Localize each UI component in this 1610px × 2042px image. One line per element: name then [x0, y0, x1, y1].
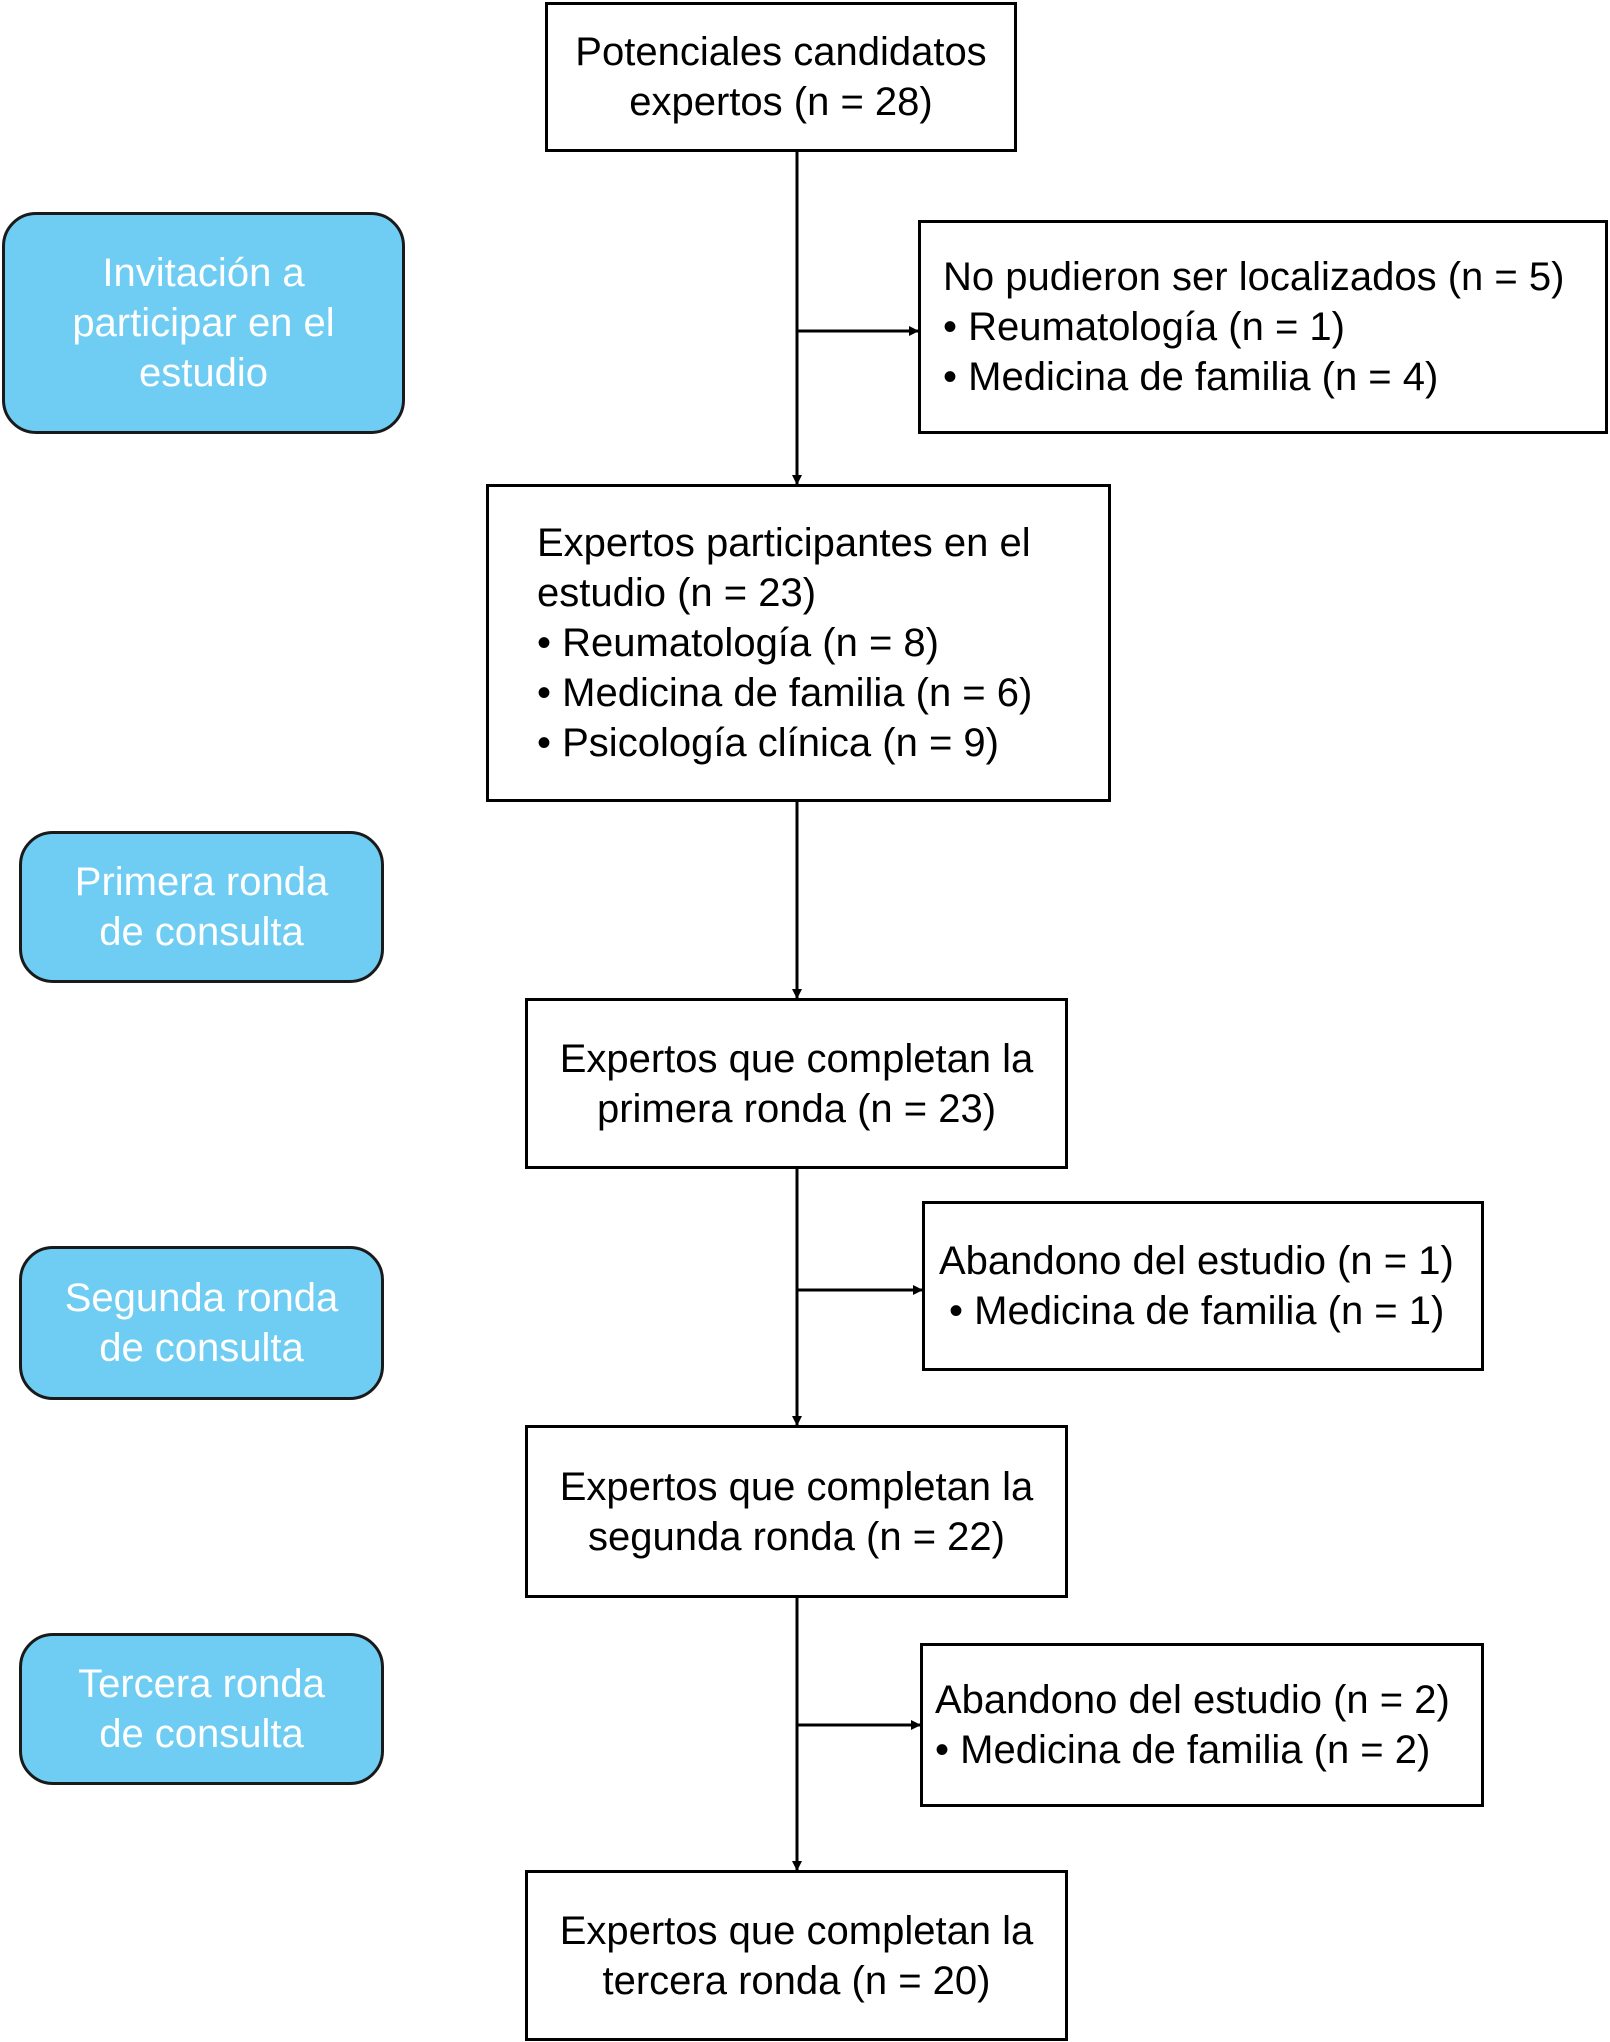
box-line: expertos (n = 28) [629, 80, 933, 124]
box-potential-candidates: Potenciales candidatos expertos (n = 28) [545, 2, 1017, 152]
box-line: Expertos que completan la [559, 1908, 1034, 1953]
list-item: Medicina de familia (n = 1) [939, 1286, 1444, 1336]
stage-invitation-line: Invitación a [102, 251, 305, 295]
list-item: Medicina de familia (n = 6) [537, 668, 1032, 718]
stage-round2: Segunda ronda de consulta [19, 1246, 384, 1400]
stage-invitation: Invitación a participar en el estudio [2, 212, 405, 434]
box-not-located: No pudieron ser localizados (n = 5) Reum… [918, 220, 1608, 434]
box-participants: Expertos participantes en el estudio (n … [486, 484, 1111, 802]
stage-round2-line: Segunda ronda [64, 1276, 339, 1320]
list-item: Medicina de familia (n = 2) [935, 1725, 1430, 1775]
box-title: No pudieron ser localizados (n = 5) [943, 255, 1565, 299]
box-title-line: estudio (n = 23) [537, 571, 817, 615]
box-line: tercera ronda (n = 20) [602, 1958, 991, 2003]
box-completed-round1: Expertos que completan la primera ronda … [525, 998, 1068, 1169]
stage-round1-line: de consulta [99, 910, 304, 954]
box-dropout-round3: Abandono del estudio (n = 2) Medicina de… [920, 1643, 1484, 1807]
list-item: Reumatología (n = 8) [537, 618, 939, 668]
list-item: Psicología clínica (n = 9) [537, 718, 999, 768]
box-line: primera ronda (n = 23) [596, 1086, 997, 1131]
box-dropout-round2: Abandono del estudio (n = 1) Medicina de… [922, 1201, 1484, 1371]
box-completed-round2: Expertos que completan la segunda ronda … [525, 1425, 1068, 1598]
stage-round1: Primera ronda de consulta [19, 831, 384, 983]
box-line: segunda ronda (n = 22) [588, 1514, 1005, 1559]
box-line: Potenciales candidatos [575, 30, 987, 74]
box-title-line: Expertos participantes en el [537, 521, 1031, 565]
box-title: Abandono del estudio (n = 2) [935, 1678, 1450, 1722]
stage-invitation-line: estudio [139, 351, 268, 395]
stage-round3: Tercera ronda de consulta [19, 1633, 384, 1785]
box-completed-round3: Expertos que completan la tercera ronda … [525, 1870, 1068, 2041]
box-line: Expertos que completan la [559, 1036, 1034, 1081]
list-item: Reumatología (n = 1) [943, 302, 1345, 352]
list-item: Medicina de familia (n = 4) [943, 352, 1438, 402]
box-line: Expertos que completan la [559, 1464, 1034, 1509]
stage-round1-line: Primera ronda [74, 860, 329, 904]
stage-round3-line: Tercera ronda [78, 1662, 325, 1706]
box-title: Abandono del estudio (n = 1) [939, 1239, 1454, 1283]
stage-round2-line: de consulta [99, 1326, 304, 1370]
stage-invitation-line: participar en el [72, 301, 335, 345]
stage-round3-line: de consulta [99, 1712, 304, 1756]
